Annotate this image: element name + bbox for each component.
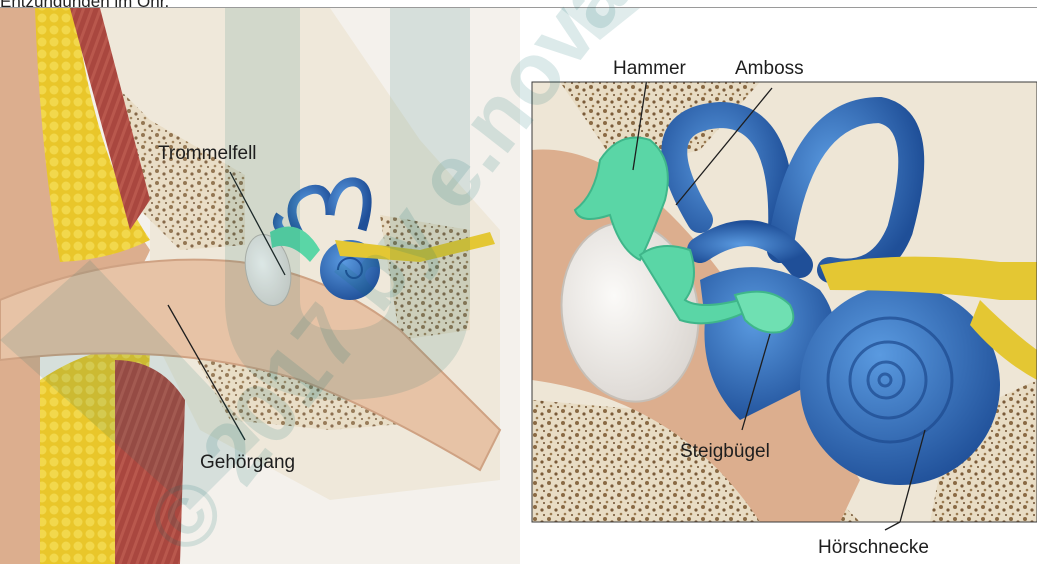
leader-hoerschnecke-tail bbox=[885, 522, 900, 530]
label-steigbuegel: Steigbügel bbox=[680, 441, 770, 462]
label-hoerschnecke: Hörschnecke bbox=[818, 537, 929, 558]
label-hammer: Hammer bbox=[613, 58, 687, 79]
cochlea-large bbox=[800, 285, 1000, 485]
label-trommelfell: Trommelfell bbox=[158, 143, 257, 164]
right-panel bbox=[532, 78, 1037, 530]
label-gehoergang: Gehörgang bbox=[200, 452, 295, 473]
label-amboss: Amboss bbox=[735, 58, 804, 79]
